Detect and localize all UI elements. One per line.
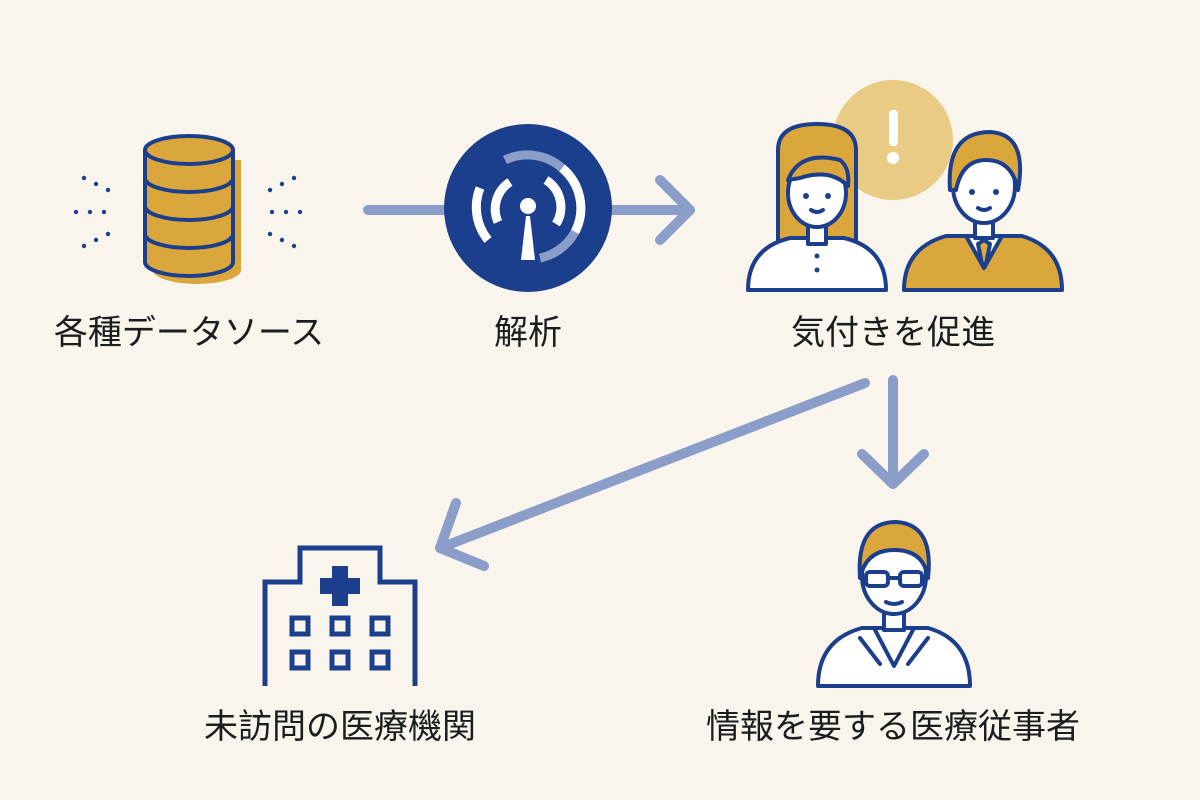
label-awareness: 気付きを促進 xyxy=(791,313,995,353)
arrow-to-professionals xyxy=(857,375,929,489)
man-figure xyxy=(902,130,1064,292)
arrow-to-unvisited xyxy=(435,378,870,571)
doctor-icon xyxy=(816,520,972,688)
label-analysis: 解析 xyxy=(494,313,562,353)
database-icon xyxy=(73,134,303,284)
arrow-analysis-to-awareness xyxy=(603,175,695,245)
people-awareness-icon xyxy=(746,80,1064,292)
analysis-signal-icon xyxy=(444,124,612,292)
label-data-sources: 各種データソース xyxy=(53,313,325,353)
exclamation-icon xyxy=(887,110,899,164)
woman-figure xyxy=(746,122,888,292)
label-professionals: 情報を要する医療従事者 xyxy=(706,707,1080,747)
hospital-icon xyxy=(262,545,418,686)
label-unvisited: 未訪問の医療機関 xyxy=(204,707,476,747)
